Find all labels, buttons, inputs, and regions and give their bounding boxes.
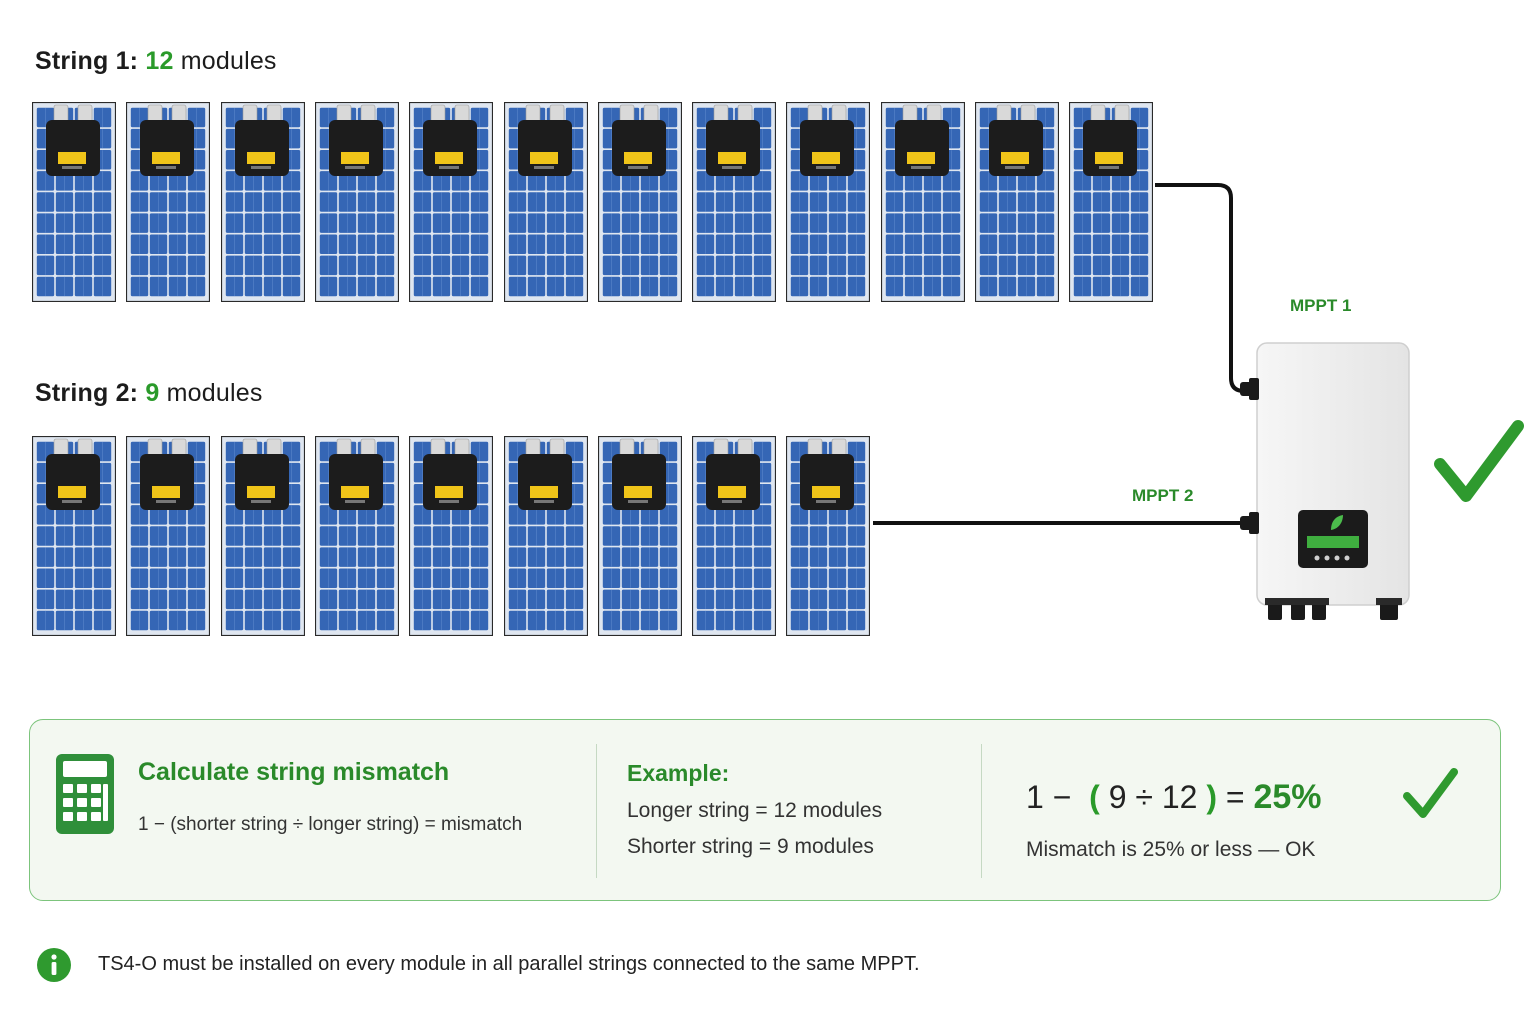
solar-panel-icon <box>880 102 965 302</box>
string-1-label: String 1: <box>35 47 139 75</box>
inverter-icon <box>1240 342 1410 620</box>
string-2-title: String 2: 9 modules <box>35 379 263 408</box>
string-2-unit: modules <box>166 379 263 407</box>
solar-panel-icon <box>314 102 399 302</box>
solar-panel-icon <box>126 436 211 636</box>
solar-panel-icon <box>126 102 211 302</box>
solar-panel-icon <box>786 436 871 636</box>
check-icon <box>1403 768 1458 818</box>
info-icon <box>37 948 71 982</box>
calculator-icon <box>56 754 114 834</box>
solar-panel-icon <box>409 436 494 636</box>
string-1-title: String 1: 12 modules <box>35 47 277 76</box>
string-2-label: String 2: <box>35 379 139 407</box>
result-divide: ÷ <box>1135 779 1153 815</box>
result-shorter: 9 <box>1108 779 1127 815</box>
string-1-wire <box>1155 183 1252 393</box>
mppt-2-label: MPPT 2 <box>1132 486 1194 505</box>
divider <box>596 744 597 878</box>
example-title: Example: <box>627 760 730 786</box>
solar-panel-icon <box>32 436 116 636</box>
result-open-paren: ( <box>1089 779 1100 815</box>
result-percent: 25% <box>1253 778 1322 816</box>
string-1-unit: modules <box>180 47 277 75</box>
solar-panel-icon <box>975 102 1059 302</box>
result-close-paren: ) <box>1206 779 1217 815</box>
info-text: TS4-O must be installed on every module … <box>98 953 920 975</box>
solar-panel-icon <box>314 436 399 636</box>
solar-panel-icon <box>220 102 305 302</box>
example-shorter-string: Shorter string = 9 modules <box>627 835 874 858</box>
calc-formula: 1 − (shorter string ÷ longer string) = m… <box>138 814 523 835</box>
result-note: Mismatch is 25% or less — OK <box>1026 838 1316 861</box>
calc-title: Calculate string mismatch <box>138 758 450 786</box>
string-2-count: 9 <box>145 379 160 407</box>
solar-panel-icon <box>32 102 116 302</box>
string-wires <box>873 183 1252 525</box>
result-equation: 1 − ( 9 ÷ 12 ) = 25% <box>1026 778 1322 817</box>
mppt-1-label: MPPT 1 <box>1290 296 1352 315</box>
solar-panel-icon <box>597 102 682 302</box>
solar-panel-icon <box>1069 102 1154 302</box>
solar-panel-icon <box>692 436 777 636</box>
result-longer: 12 <box>1161 779 1198 815</box>
solar-panel-icon <box>409 102 494 302</box>
result-one: 1 <box>1026 779 1044 815</box>
divider <box>981 744 982 878</box>
solar-panel-icon <box>220 436 305 636</box>
solar-panel-icon <box>692 102 777 302</box>
result-equals: = <box>1225 779 1245 815</box>
example-longer-string: Longer string = 12 modules <box>627 799 883 822</box>
solar-panel-icon <box>786 102 871 302</box>
result-minus: − <box>1052 779 1072 815</box>
solar-panel-icon <box>503 102 588 302</box>
string-1-count: 12 <box>145 47 174 75</box>
solar-panel-icon <box>503 436 588 636</box>
check-icon <box>1434 420 1524 502</box>
mismatch-calculation-box: Calculate string mismatch 1 − (shorter s… <box>29 719 1501 901</box>
solar-panel-icon <box>597 436 682 636</box>
